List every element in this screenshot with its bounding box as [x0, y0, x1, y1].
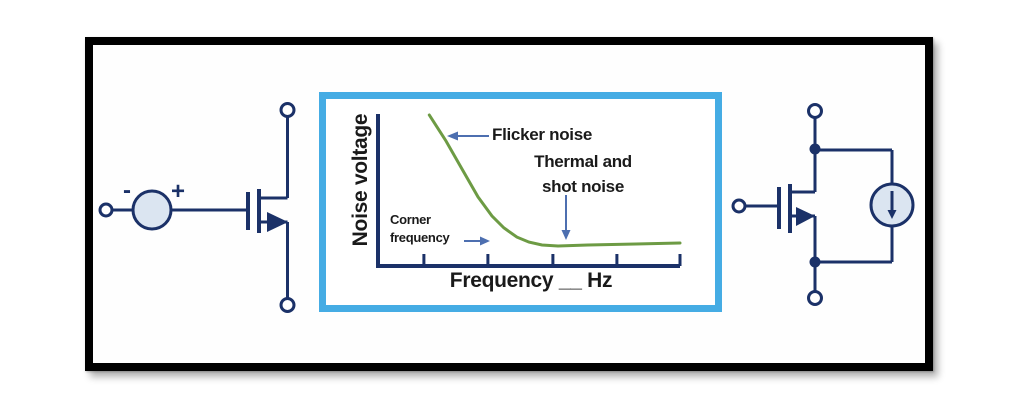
x-axis-ticks — [422, 254, 682, 266]
noise-chart-box: Noise voltage Frequency __ Hz Flicker no… — [319, 92, 722, 312]
corner-frequency-label: Corner frequency — [390, 211, 450, 247]
drain-terminal — [279, 102, 296, 118]
y-axis-label: Noise voltage — [349, 113, 372, 247]
source-terminal — [279, 297, 296, 313]
corner-label-line2: frequency — [390, 230, 450, 245]
flicker-arrow-icon — [447, 131, 458, 141]
right-circuit-mosfet-with-current-source — [731, 103, 915, 306]
corner-arrow-icon — [480, 236, 490, 246]
thermal-arrow-icon — [561, 230, 571, 240]
right-top-terminal — [807, 103, 823, 119]
corner-label-line1: Corner — [390, 212, 431, 227]
right-bottom-terminal — [807, 290, 823, 306]
voltage-source-plus-sign: + — [171, 178, 185, 205]
left-circuit-mosfet-with-voltage-source: - + — [98, 102, 296, 313]
flicker-noise-label: Flicker noise — [492, 125, 593, 144]
left-input-terminal — [98, 202, 114, 218]
current-source-arrow-icon — [887, 210, 897, 219]
right-gate-terminal — [731, 198, 747, 214]
voltage-source-minus-sign: - — [123, 177, 131, 204]
right-source-arrow-icon — [796, 207, 815, 226]
noise-chart-plot — [376, 113, 682, 268]
voltage-source-icon — [131, 189, 173, 231]
x-axis-label: Frequency __ Hz — [449, 269, 613, 292]
thermal-shot-noise-label: Thermal and shot noise — [509, 149, 657, 199]
noise-curve — [427, 113, 682, 248]
source-arrow-icon — [267, 212, 288, 232]
thermal-label-line2: shot noise — [541, 177, 624, 196]
bottom-junction-dot — [809, 256, 821, 268]
thermal-label-line1: Thermal and — [534, 152, 632, 171]
